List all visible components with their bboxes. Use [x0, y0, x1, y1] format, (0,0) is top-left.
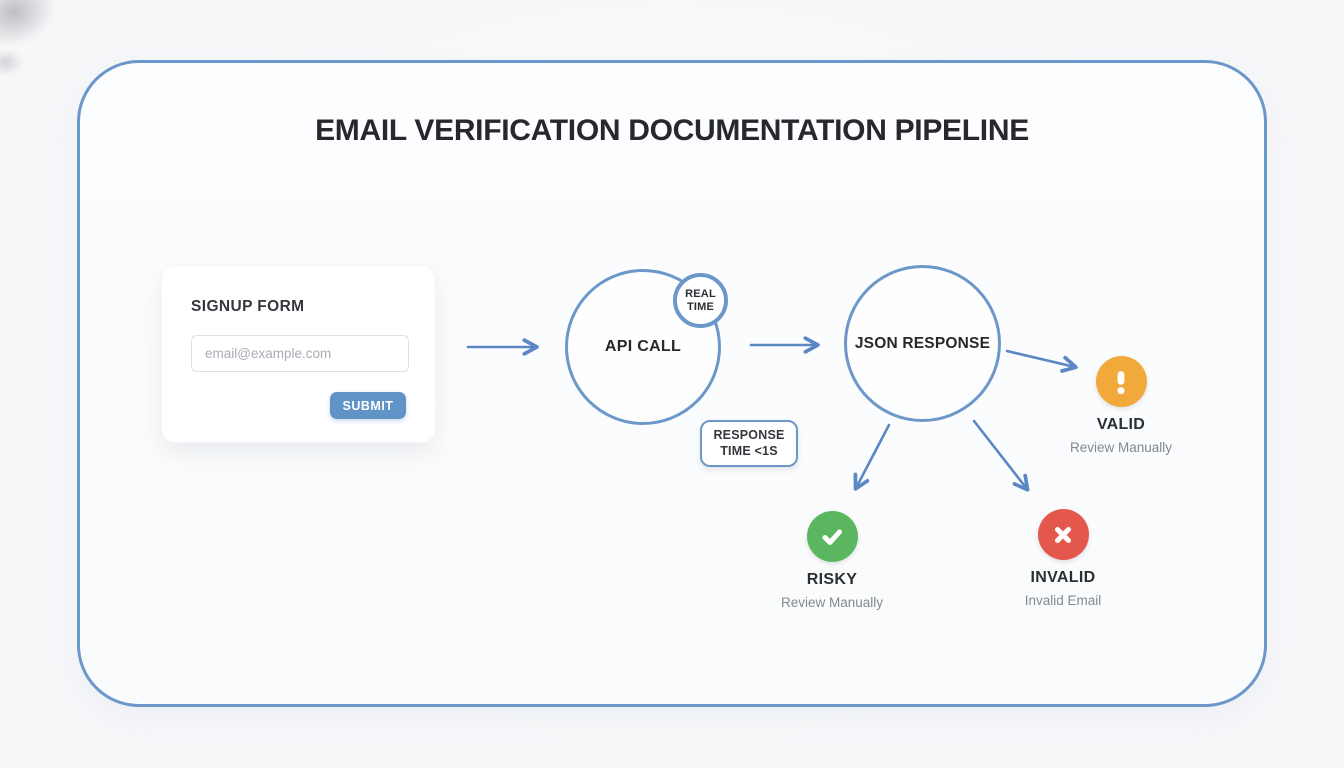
submit-button[interactable]: SUBMIT — [330, 392, 406, 419]
check-icon — [806, 511, 858, 562]
signup-form-card: SIGNUP FORM SUBMIT — [161, 265, 436, 443]
email-input[interactable] — [191, 335, 409, 372]
page-title: EMAIL VERIFICATION DOCUMENTATION PIPELIN… — [315, 114, 1029, 147]
outcome-valid-sublabel: Review Manually — [1069, 440, 1173, 455]
api-call-node: API CALL — [565, 269, 721, 425]
real-time-line2: TIME — [686, 300, 715, 313]
response-time-line2: TIME <1S — [720, 443, 778, 458]
outcome-invalid-sublabel: Invalid Email — [1024, 593, 1102, 608]
api-call-label: API CALL — [604, 338, 682, 355]
response-time-note: RESPONSE TIME <1S — [700, 420, 798, 467]
corner-smudge — [0, 0, 72, 57]
cross-icon — [1037, 509, 1089, 560]
outcome-invalid: INVALID Invalid Email — [978, 509, 1148, 608]
json-response-node: JSON RESPONSE — [844, 265, 1001, 422]
signup-form-heading: SIGNUP FORM — [191, 298, 305, 315]
outcome-valid: VALID Review Manually — [1036, 356, 1206, 455]
exclamation-icon — [1095, 356, 1147, 407]
real-time-line1: REAL — [685, 287, 716, 300]
outcome-risky: RISKY Review Manually — [747, 511, 917, 610]
outcome-risky-label: RISKY — [806, 571, 858, 588]
outcome-valid-label: VALID — [1096, 416, 1146, 433]
json-response-label: JSON RESPONSE — [854, 334, 991, 352]
response-time-line1: RESPONSE — [713, 427, 785, 442]
real-time-badge: REAL TIME — [673, 273, 728, 328]
outcome-invalid-label: INVALID — [1030, 569, 1096, 586]
outcome-risky-sublabel: Review Manually — [780, 595, 884, 610]
corner-smudge-small — [0, 52, 26, 78]
